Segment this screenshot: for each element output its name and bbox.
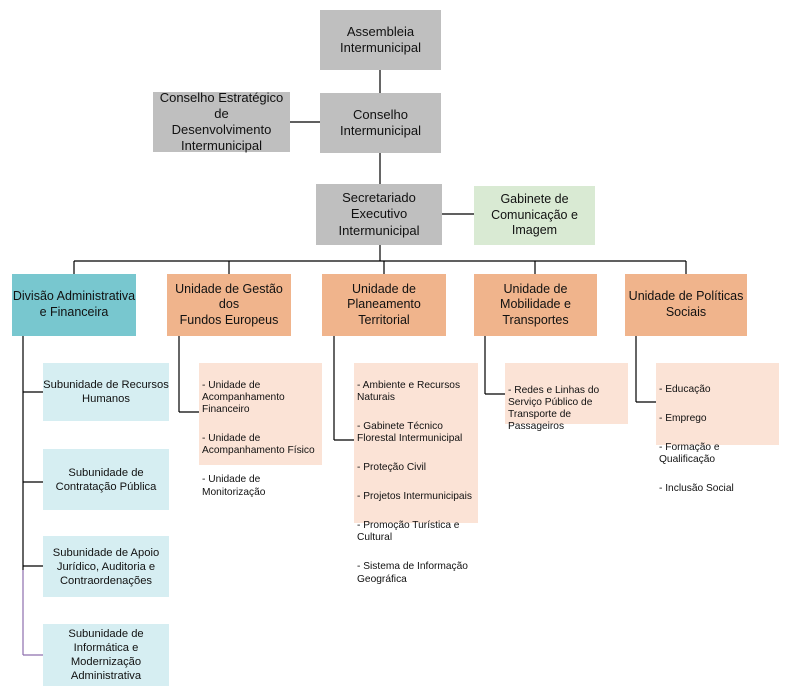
list-item: - Redes e Linhas do Serviço Público de T… bbox=[508, 384, 600, 433]
node-subunidade-apoio-juridico: Subunidade de Apoio Jurídico, Auditoria … bbox=[43, 536, 169, 597]
list-item: - Educação bbox=[659, 383, 711, 395]
list-mobilidade-transportes: - Redes e Linhas do Serviço Público de T… bbox=[505, 363, 628, 432]
node-gabinete-comunicacao: Gabinete de Comunicação e Imagem bbox=[474, 186, 595, 245]
node-unidade-fundos-europeus: Unidade de Gestão dos Fundos Europeus bbox=[167, 274, 291, 336]
list-item: - Formação e Qualificação bbox=[659, 441, 720, 465]
list-item: - Promoção Turística e Cultural bbox=[357, 520, 460, 544]
list-item: - Gabinete Técnico Florestal Intermunici… bbox=[357, 420, 463, 445]
list-planeamento-territorial: - Ambiente e Recursos Naturais - Gabinet… bbox=[354, 363, 478, 585]
node-unidade-planeamento: Unidade de Planeamento Territorial bbox=[322, 274, 446, 336]
node-subunidade-informatica: Subunidade de Informática e Modernização… bbox=[43, 624, 169, 686]
list-fundos-europeus: - Unidade de Acompanhamento Financeiro -… bbox=[199, 363, 322, 498]
list-item: - Projetos Intermunicipais bbox=[357, 491, 472, 503]
node-divisao-administrativa: Divisão Administrativa e Financeira bbox=[12, 274, 136, 336]
node-secretariado-executivo: Secretariado Executivo Intermunicipal bbox=[316, 184, 442, 245]
node-conselho-estrategico: Conselho Estratégico de Desenvolvimento … bbox=[153, 90, 290, 153]
list-item: - Proteção Civil bbox=[357, 462, 427, 474]
list-item: - Inclusão Social bbox=[659, 482, 734, 494]
list-item: - Unidade de Monitorização bbox=[202, 474, 266, 498]
node-subunidade-recursos-humanos: Subunidade de Recursos Humanos bbox=[43, 363, 169, 421]
node-subunidade-contratacao-publica: Subunidade de Contratação Pública bbox=[43, 449, 169, 510]
list-item: - Unidade de Acompanhamento Físico bbox=[202, 433, 315, 457]
node-unidade-mobilidade: Unidade de Mobilidade e Transportes bbox=[474, 274, 597, 336]
node-conselho-intermunicipal: Conselho Intermunicipal bbox=[320, 93, 441, 153]
list-item: - Sistema de Informação Geográfica bbox=[357, 561, 468, 585]
node-assembleia-intermunicipal: Assembleia Intermunicipal bbox=[320, 10, 441, 70]
list-politicas-sociais: - Educação - Emprego - Formação e Qualif… bbox=[656, 363, 779, 494]
list-item: - Ambiente e Recursos Naturais bbox=[357, 379, 461, 403]
node-unidade-politicas-sociais: Unidade de Políticas Sociais bbox=[625, 274, 747, 336]
list-item: - Unidade de Acompanhamento Financeiro bbox=[202, 379, 285, 416]
list-item: - Emprego bbox=[659, 412, 707, 424]
